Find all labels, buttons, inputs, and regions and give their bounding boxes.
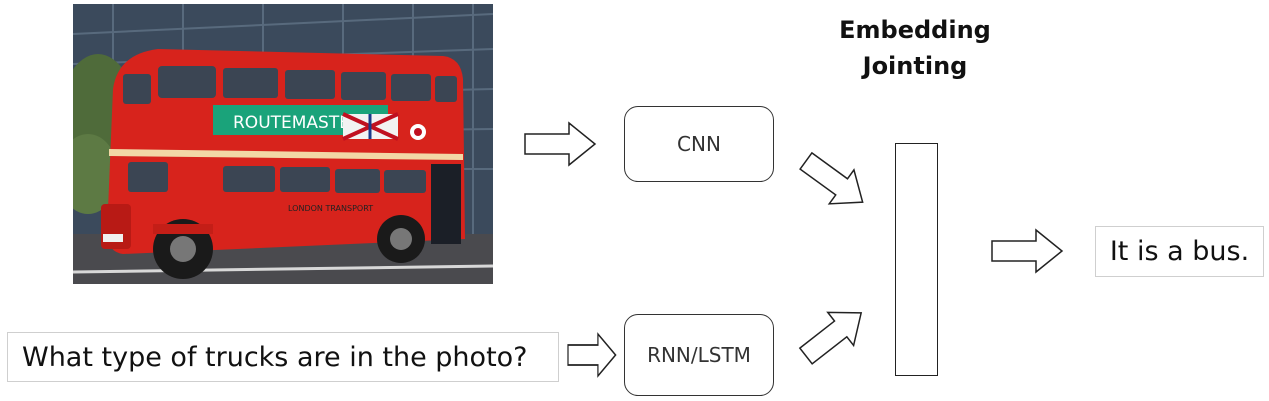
arrow-cnn-to-joint-icon (792, 143, 876, 220)
bus-photo: ROUTEMASTER LONDON TRANSPORT (73, 4, 493, 284)
bus-side-text: LONDON TRANSPORT (288, 204, 373, 213)
question-text-box: What type of trucks are in the photo? (7, 332, 559, 382)
banner-text: ROUTEMASTER (233, 113, 362, 133)
joint-embedding-bar (895, 143, 938, 376)
rnn-lstm-node: RNN/ LSTM (624, 314, 774, 396)
arrow-joint-to-answer-icon (991, 229, 1063, 273)
arrow-rnn-to-joint-icon (792, 295, 875, 374)
answer-text-box: It is a bus. (1095, 226, 1264, 277)
arrow-photo-to-cnn-icon (524, 122, 596, 166)
rnn-label: RNN/ (647, 343, 698, 367)
bus-image: ROUTEMASTER LONDON TRANSPORT (73, 4, 493, 284)
cnn-node: CNN (624, 106, 774, 182)
arrow-question-to-rnn-icon (567, 333, 617, 377)
lstm-label: LSTM (697, 343, 751, 367)
